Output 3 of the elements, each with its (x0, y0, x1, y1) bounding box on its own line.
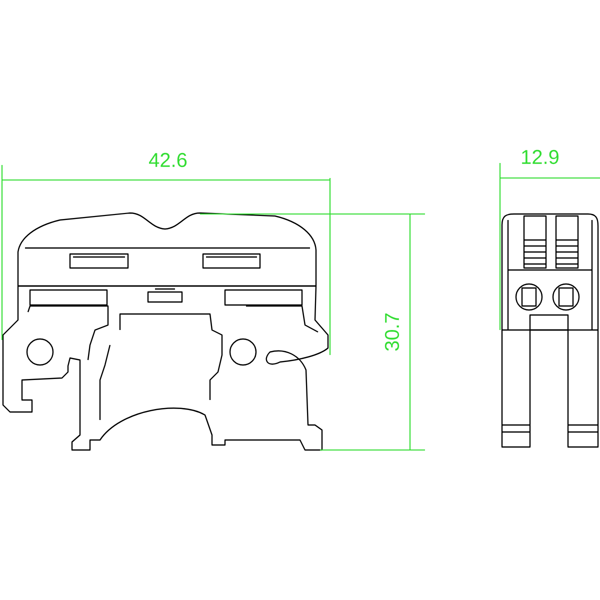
dimension-value: 42.6 (149, 152, 187, 168)
dimension-value: 12.9 (522, 150, 558, 164)
dimension-value: 30.7 (384, 314, 400, 351)
